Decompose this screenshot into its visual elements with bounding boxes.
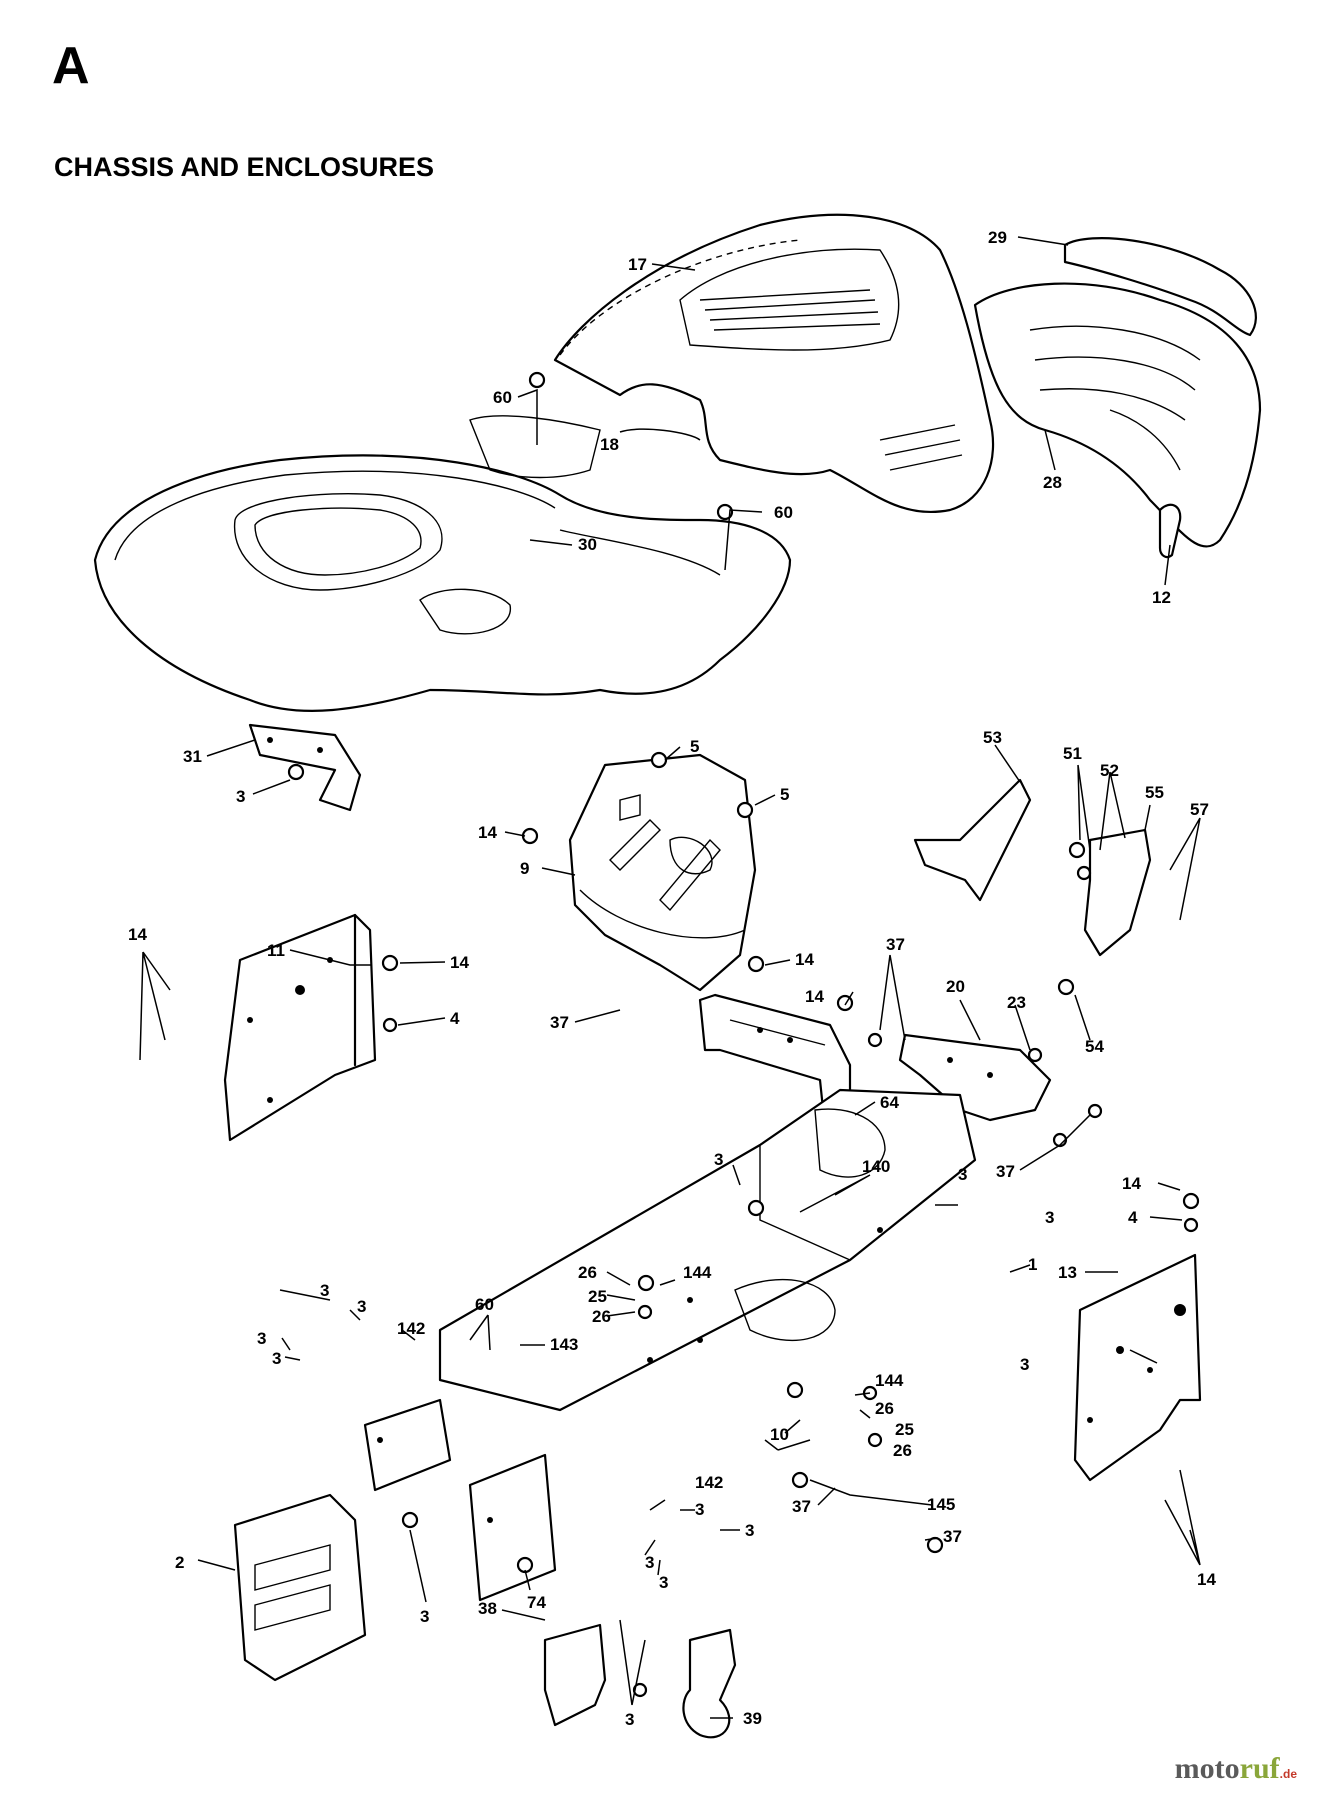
grille-part: [973, 282, 1262, 548]
callout-5: 5: [780, 785, 789, 804]
callout-14: 14: [1197, 1570, 1216, 1589]
callout-39: 39: [743, 1709, 762, 1728]
callout-23: 23: [1007, 993, 1026, 1012]
callout-143: 143: [550, 1335, 578, 1354]
front-bumper-part: [233, 1493, 367, 1682]
callout-3: 3: [1045, 1208, 1054, 1227]
callout-54: 54: [1085, 1037, 1104, 1056]
callout-64: 64: [880, 1093, 899, 1112]
callout-51: 51: [1063, 744, 1082, 763]
callout-60: 60: [493, 388, 512, 407]
callout-142: 142: [695, 1473, 723, 1492]
callout-37: 37: [550, 1013, 569, 1032]
callout-3: 3: [320, 1281, 329, 1300]
callout-26: 26: [592, 1307, 611, 1326]
callout-37: 37: [996, 1162, 1015, 1181]
callout-1: 1: [1028, 1255, 1037, 1274]
callout-20: 20: [946, 977, 965, 996]
leader-lines: [139, 236, 1201, 1719]
callout-2: 2: [175, 1553, 184, 1572]
callout-144: 144: [683, 1263, 712, 1282]
section-letter: A: [52, 37, 90, 95]
callout-55: 55: [1145, 783, 1164, 802]
left-side-panel-part: [223, 913, 377, 1142]
callout-60: 60: [475, 1295, 494, 1314]
bracket-part-38: [543, 1623, 607, 1727]
watermark-logo: motoruf.de: [1175, 1752, 1297, 1786]
callout-3: 3: [714, 1150, 723, 1169]
right-side-panel-part: [1073, 1253, 1202, 1482]
callout-3: 3: [420, 1607, 429, 1626]
callout-142: 142: [397, 1319, 425, 1338]
callout-31: 31: [183, 747, 202, 766]
top-trim-part: [1063, 237, 1257, 337]
watermark-part-3: .de: [1279, 1767, 1297, 1781]
callout-3: 3: [958, 1165, 967, 1184]
callout-52: 52: [1100, 761, 1119, 780]
callout-10: 10: [770, 1425, 789, 1444]
callout-4: 4: [450, 1009, 460, 1028]
dash-panel-part: [568, 753, 757, 992]
callout-14: 14: [128, 925, 147, 944]
callout-14: 14: [478, 823, 497, 842]
section-title: CHASSIS AND ENCLOSURES: [54, 152, 435, 182]
clip-part-12: [1158, 503, 1182, 559]
callout-labels: 17 29 60 18 28 60 30 12 31 3 5 5 53 51 5…: [128, 228, 1216, 1729]
bracket-part-39: [682, 1628, 737, 1739]
callout-3: 3: [745, 1521, 754, 1540]
callout-144: 144: [875, 1371, 904, 1390]
callout-26: 26: [875, 1399, 894, 1418]
hitch-plate-part: [363, 1398, 557, 1602]
callout-28: 28: [1043, 473, 1062, 492]
callout-14: 14: [450, 953, 469, 972]
callout-18: 18: [600, 435, 619, 454]
plate-part-55: [1083, 828, 1152, 957]
callout-9: 9: [520, 859, 529, 878]
callout-4: 4: [1128, 1208, 1138, 1227]
fender-deck-part: [93, 415, 792, 712]
callout-3: 3: [1020, 1355, 1029, 1374]
callout-13: 13: [1058, 1263, 1077, 1282]
callout-5: 5: [690, 737, 699, 756]
callout-37: 37: [792, 1497, 811, 1516]
callout-3: 3: [257, 1329, 266, 1348]
callout-3: 3: [357, 1297, 366, 1316]
callout-14: 14: [1122, 1174, 1141, 1193]
callout-25: 25: [588, 1287, 607, 1306]
callout-17: 17: [628, 255, 647, 274]
rear-bracket-part: [248, 723, 362, 812]
callout-30: 30: [578, 535, 597, 554]
callout-74: 74: [527, 1593, 546, 1612]
callout-14: 14: [805, 987, 824, 1006]
hood-part: [553, 213, 995, 513]
callout-29: 29: [988, 228, 1007, 247]
callout-60: 60: [774, 503, 793, 522]
callout-3: 3: [272, 1349, 281, 1368]
watermark-part-1: moto: [1174, 1752, 1240, 1785]
callout-38: 38: [478, 1599, 497, 1618]
callout-37: 37: [943, 1527, 962, 1546]
callout-3: 3: [695, 1500, 704, 1519]
callout-26: 26: [893, 1441, 912, 1460]
callout-57: 57: [1190, 800, 1209, 819]
callout-53: 53: [983, 728, 1002, 747]
bracket-part-53: [913, 778, 1032, 902]
main-frame-part: [438, 1088, 977, 1412]
callout-11: 11: [267, 941, 285, 960]
callout-26: 26: [578, 1263, 597, 1282]
callout-14: 14: [795, 950, 814, 969]
callout-25: 25: [895, 1420, 914, 1439]
callout-3: 3: [625, 1710, 634, 1729]
callout-140: 140: [862, 1157, 890, 1176]
callout-12: 12: [1152, 588, 1171, 607]
callout-37: 37: [886, 935, 905, 954]
callout-145: 145: [927, 1495, 955, 1514]
callout-3: 3: [659, 1573, 668, 1592]
watermark-part-2: ruf: [1239, 1752, 1280, 1785]
callout-3: 3: [236, 787, 245, 806]
callout-3: 3: [645, 1553, 654, 1572]
